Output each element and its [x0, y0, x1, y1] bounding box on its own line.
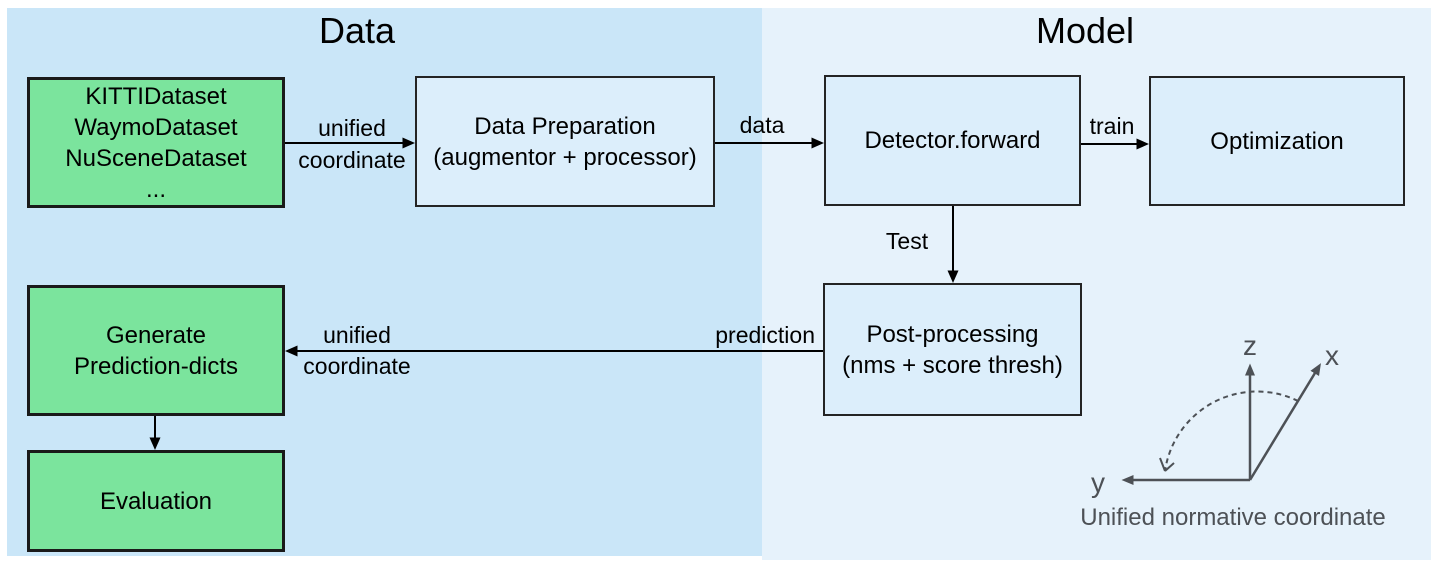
datasets-line: WaymoDataset [74, 113, 238, 141]
evaluation-line: Evaluation [99, 487, 213, 515]
train-arrow-label: train [1089, 113, 1135, 139]
data-preparation-line: (augmentor + processor) [433, 143, 697, 171]
generate-prediction-dicts-box: Generate Prediction-dicts [27, 285, 285, 416]
x-axis-arrow [1248, 363, 1321, 481]
detector-forward-box: Detector.forward [824, 75, 1081, 206]
generate-prediction-line: Prediction-dicts [73, 352, 239, 380]
datasets-line: NuSceneDataset [65, 144, 247, 172]
data-section-title: Data [318, 10, 396, 51]
data-preparation-box: Data Preparation (augmentor + processor) [415, 76, 715, 207]
coordinate-axes-icon: z x y [1091, 330, 1339, 498]
post-processing-line: (nms + score thresh) [842, 351, 1063, 379]
evaluation-box: Evaluation [27, 450, 285, 552]
generate-prediction-line: Generate [105, 321, 207, 349]
unified-coordinate-label-top-line1: unified [318, 115, 386, 141]
data-preparation-line: Data Preparation [474, 112, 656, 140]
prediction-arrow-label: prediction [715, 322, 815, 348]
datasets-box: KITTIDataset WaymoDataset NuSceneDataset… [27, 77, 285, 208]
detector-forward-line: Detector.forward [864, 127, 1041, 154]
unified-normative-coordinate-caption: Unified normative coordinate [1080, 504, 1386, 531]
unified-coordinate-label-top-line2: coordinate [298, 147, 406, 173]
data-arrow-label: data [739, 112, 785, 138]
post-processing-line: Post-processing [866, 320, 1039, 348]
test-arrow-label: Test [885, 228, 929, 254]
post-processing-box: Post-processing (nms + score thresh) [823, 283, 1082, 416]
x-axis-label: x [1325, 340, 1339, 371]
datasets-line: KITTIDataset [85, 82, 227, 110]
unified-coordinate-label-bottom-line1: unified [323, 322, 391, 348]
rotation-arc-arrowhead [1159, 457, 1175, 472]
rotation-arc-dashed [1164, 390, 1299, 472]
y-axis-label: y [1091, 467, 1105, 498]
datasets-line: ... [145, 175, 166, 203]
model-section-title: Model [1035, 10, 1135, 51]
unified-coordinate-label-bottom-line2: coordinate [303, 353, 411, 379]
z-axis-label: z [1243, 330, 1257, 361]
optimization-line: Optimization [1210, 127, 1344, 155]
optimization-box: Optimization [1149, 76, 1405, 206]
